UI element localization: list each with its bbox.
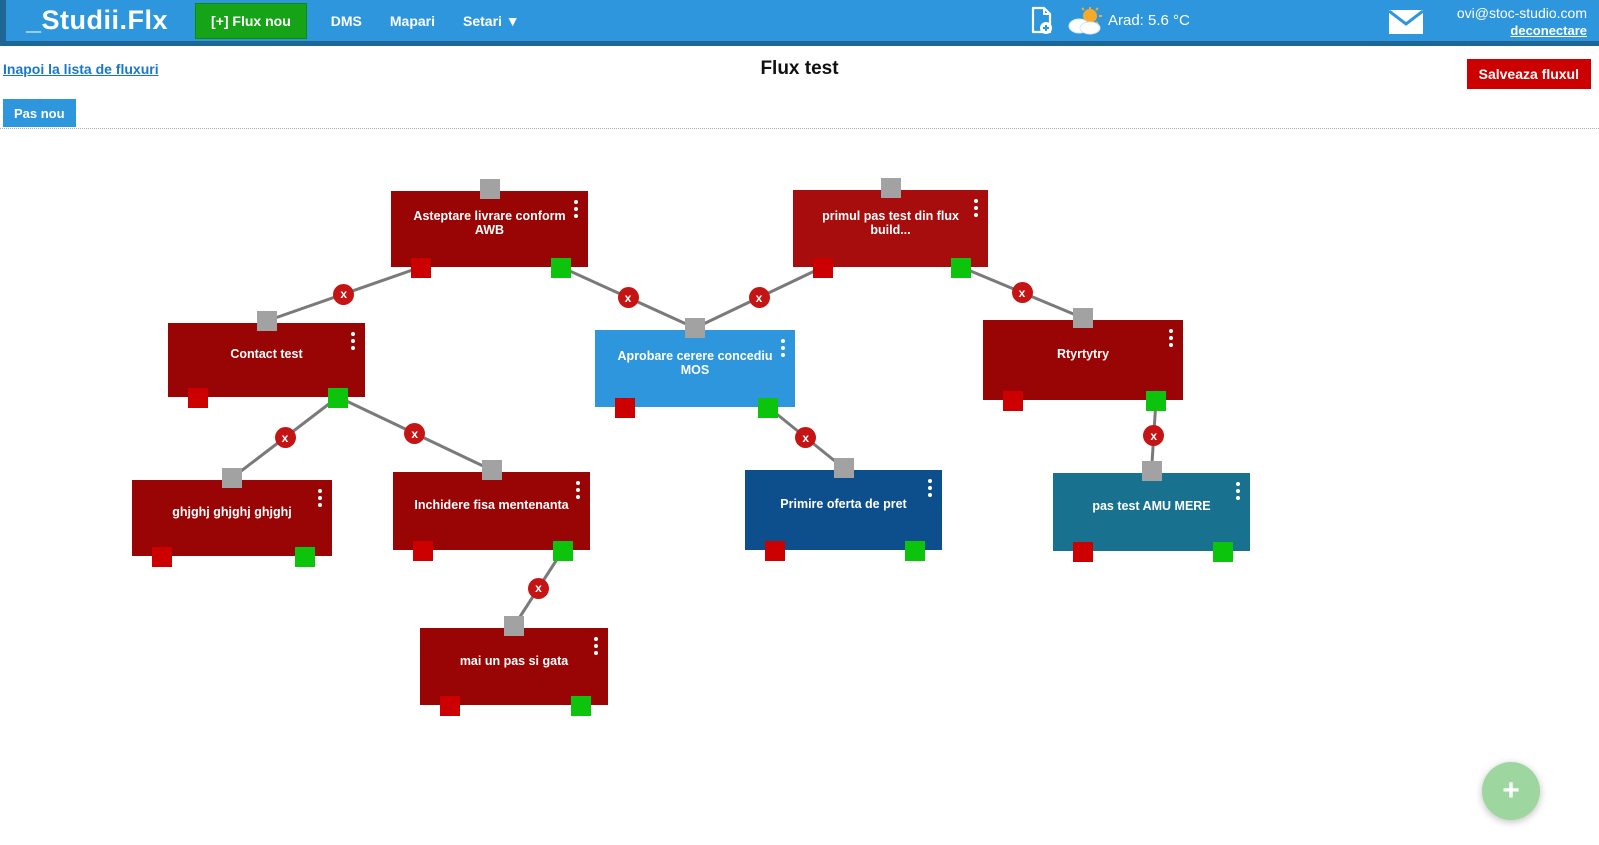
new-flux-button[interactable]: [+] Flux nou xyxy=(195,2,307,39)
node-menu-icon[interactable] xyxy=(926,477,934,499)
weather-icon xyxy=(1066,6,1102,35)
flow-node-rtyrtytry[interactable]: Rtyrtytry xyxy=(983,308,1183,411)
file-add-icon[interactable] xyxy=(1030,6,1054,36)
nav-item-mapari[interactable]: Mapari xyxy=(389,12,435,29)
reject-output-port[interactable] xyxy=(188,388,208,408)
node-menu-icon[interactable] xyxy=(572,198,580,220)
approve-output-port[interactable] xyxy=(551,258,571,278)
node-label: Rtyrtytry xyxy=(1056,347,1110,361)
input-port[interactable] xyxy=(685,318,705,338)
approve-output-port[interactable] xyxy=(905,541,925,561)
input-port[interactable] xyxy=(1073,308,1093,328)
approve-output-port[interactable] xyxy=(571,696,591,716)
save-flow-button[interactable]: Salveaza fluxul xyxy=(1466,59,1591,89)
flow-node-primire[interactable]: Primire oferta de pret xyxy=(745,458,942,561)
account-area: ovi@stoc-studio.com deconectare xyxy=(1388,4,1587,40)
input-port[interactable] xyxy=(481,460,502,480)
input-port[interactable] xyxy=(256,311,277,331)
node-label: Asteptare livrare conform AWB xyxy=(413,209,566,237)
node-label: Primire oferta de pret xyxy=(780,497,907,511)
header-widgets: Arad: 5.6 °C xyxy=(1030,0,1190,41)
node-menu-icon[interactable] xyxy=(574,479,582,501)
node-menu-icon[interactable] xyxy=(1234,480,1242,502)
plus-icon: + xyxy=(1502,774,1520,807)
mail-icon[interactable] xyxy=(1388,10,1423,34)
flow-toolbar: Inapoi la lista de fluxuri Flux test Sal… xyxy=(0,46,1599,99)
approve-output-port[interactable] xyxy=(295,547,315,567)
input-port[interactable] xyxy=(504,616,524,636)
add-step-fab[interactable]: + xyxy=(1482,762,1540,820)
reject-output-port[interactable] xyxy=(411,258,431,278)
flow-node-aprobare[interactable]: Aprobare cerere concediu MOS xyxy=(595,318,795,418)
input-port[interactable] xyxy=(1141,461,1162,481)
approve-output-port[interactable] xyxy=(1213,542,1233,562)
header-left-edge xyxy=(0,0,6,46)
delete-connection-button[interactable]: x xyxy=(748,287,770,308)
input-port[interactable] xyxy=(479,179,500,199)
new-step-button[interactable]: Pas nou xyxy=(3,99,76,127)
reject-output-port[interactable] xyxy=(440,696,460,716)
node-label: ghjghj ghjghj ghjghj xyxy=(172,505,292,519)
delete-connection-button[interactable]: x xyxy=(617,287,639,308)
node-label: mai un pas si gata xyxy=(459,653,569,668)
reject-output-port[interactable] xyxy=(1073,542,1093,562)
delete-connection-button[interactable]: x xyxy=(1143,425,1165,446)
reject-output-port[interactable] xyxy=(615,398,635,418)
delete-connection-button[interactable]: x xyxy=(274,427,296,448)
back-to-flows-link[interactable]: Inapoi la lista de fluxuri xyxy=(3,61,159,77)
delete-connection-button[interactable]: x xyxy=(795,427,817,448)
flow-node-maiunpas[interactable]: mai un pas si gata xyxy=(420,616,608,716)
nav-item-dms[interactable]: DMS xyxy=(330,12,362,29)
app-header: _Studii.Flx [+] Flux nou DMS Mapari Seta… xyxy=(0,0,1599,46)
flow-node-primul[interactable]: primul pas test din flux build... xyxy=(793,178,988,278)
node-label: Inchidere fisa mentenanta xyxy=(414,498,569,512)
approve-output-port[interactable] xyxy=(758,398,778,418)
approve-output-port[interactable] xyxy=(1146,391,1166,411)
reject-output-port[interactable] xyxy=(413,541,433,561)
flow-node-pasamu[interactable]: pas test AMU MERE xyxy=(1053,461,1250,562)
flow-node-ghjghj[interactable]: ghjghj ghjghj ghjghj xyxy=(132,468,332,567)
flow-node-asteptare[interactable]: Asteptare livrare conform AWB xyxy=(391,179,588,278)
node-menu-icon[interactable] xyxy=(779,337,787,359)
node-menu-icon[interactable] xyxy=(592,635,600,657)
reject-output-port[interactable] xyxy=(813,258,833,278)
approve-output-port[interactable] xyxy=(553,541,573,561)
delete-connection-button[interactable]: x xyxy=(1011,282,1033,303)
flow-node-inchidere[interactable]: Inchidere fisa mentenanta xyxy=(393,460,590,561)
user-email: ovi@stoc-studio.com xyxy=(1456,5,1587,21)
node-menu-icon[interactable] xyxy=(316,487,324,509)
delete-connection-button[interactable]: x xyxy=(404,423,426,444)
input-port[interactable] xyxy=(222,468,242,488)
app-logo[interactable]: _Studii.Flx xyxy=(26,5,169,35)
reject-output-port[interactable] xyxy=(1003,391,1023,411)
node-menu-icon[interactable] xyxy=(349,330,357,352)
delete-connection-button[interactable]: x xyxy=(528,577,549,599)
approve-output-port[interactable] xyxy=(951,258,971,278)
logout-link[interactable]: deconectare xyxy=(1510,23,1587,38)
node-label: Contact test xyxy=(230,347,303,361)
input-port[interactable] xyxy=(833,458,854,478)
page-title: Flux test xyxy=(760,58,839,79)
node-label: Aprobare cerere concediu MOS xyxy=(617,348,773,377)
weather-text: Arad: 5.6 °C xyxy=(1108,12,1190,29)
flow-node-contact[interactable]: Contact test xyxy=(168,311,365,408)
node-menu-icon[interactable] xyxy=(972,197,980,219)
reject-output-port[interactable] xyxy=(152,547,172,567)
separator-line xyxy=(0,128,1599,129)
reject-output-port[interactable] xyxy=(765,541,785,561)
approve-output-port[interactable] xyxy=(328,388,348,408)
node-menu-icon[interactable] xyxy=(1167,327,1175,349)
nav-item-setari[interactable]: Setari ▼ xyxy=(463,12,520,29)
delete-connection-button[interactable]: x xyxy=(333,283,355,305)
node-label: primul pas test din flux build... xyxy=(822,208,959,237)
input-port[interactable] xyxy=(880,178,901,198)
main-nav: DMS Mapari Setari ▼ xyxy=(331,13,520,29)
node-label: pas test AMU MERE xyxy=(1092,499,1211,513)
